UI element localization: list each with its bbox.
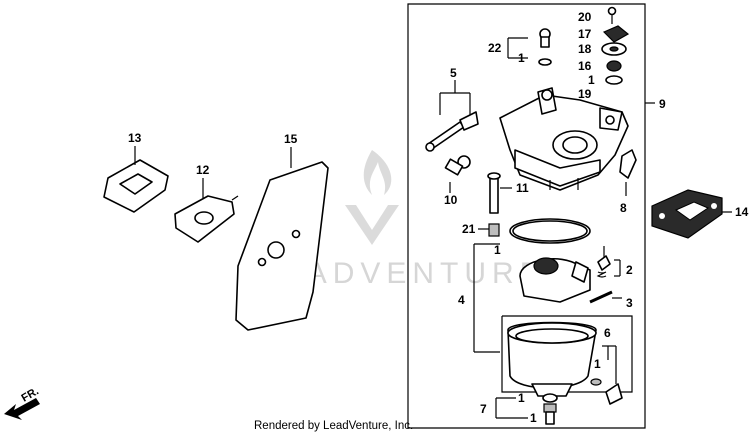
callout-4: 4 (458, 293, 465, 307)
part-8-choke-rod (619, 149, 637, 196)
callout-16: 16 (578, 59, 592, 73)
front-arrow-icon (4, 398, 40, 420)
part-19-washer (605, 75, 623, 85)
callout-17: 17 (578, 27, 592, 41)
part-7-bowl-bolt (495, 393, 558, 425)
callout-14: 14 (735, 205, 749, 219)
part-12-insulator (174, 178, 239, 243)
callout-13: 13 (128, 131, 142, 145)
callout-5: 5 (450, 66, 457, 80)
part-2-float-valve (596, 246, 621, 278)
part-10-throttle-stop-screw (444, 155, 471, 193)
callout-22: 22 (488, 41, 502, 55)
callout-9: 9 (659, 97, 666, 111)
callout-1-top: 1 (588, 73, 595, 87)
part-18-washer (601, 42, 627, 56)
callout-7: 7 (480, 402, 487, 416)
part-3-float-pin (589, 290, 622, 304)
float-bowl-assembly (501, 315, 633, 397)
callout-18: 18 (578, 42, 592, 56)
part-16-bushing (606, 60, 622, 72)
callout-8: 8 (620, 201, 627, 215)
assembly-frame (407, 3, 646, 429)
part-1-o-ring (509, 218, 591, 244)
part-13-gasket (103, 146, 169, 213)
callout-10: 10 (444, 193, 458, 207)
part-5-pilot-screw (425, 80, 479, 152)
part-15-plate (235, 147, 329, 331)
part-11-slow-jet (487, 172, 512, 214)
callout-1-washer: 1 (530, 411, 537, 425)
callout-2: 2 (626, 263, 633, 277)
callout-12: 12 (196, 163, 210, 177)
part-20-screw (607, 6, 617, 24)
part-21-main-jet (478, 223, 500, 237)
part-17-lever (602, 25, 630, 43)
callout-1-bolt: 1 (518, 391, 525, 405)
callout-11: 11 (516, 181, 529, 195)
callout-19: 19 (578, 87, 592, 101)
credit-text: Rendered by LeadVenture, Inc. (254, 420, 413, 432)
part-4-float (519, 257, 591, 303)
callout-1-screw: 1 (518, 51, 525, 65)
leader-4 (473, 243, 500, 353)
callout-6: 6 (604, 326, 611, 340)
part-14-gasket (651, 189, 732, 239)
callout-1-ring: 1 (494, 243, 501, 257)
watermark-logo-icon (345, 150, 399, 245)
callout-20: 20 (578, 10, 592, 24)
part-6-drain-screw (590, 345, 623, 405)
callout-21: 21 (462, 222, 476, 236)
callout-3: 3 (626, 296, 633, 310)
carburetor-body (499, 87, 629, 191)
callout-1-drain: 1 (594, 357, 601, 371)
part-22-screw (507, 28, 552, 66)
callout-15: 15 (284, 132, 298, 146)
